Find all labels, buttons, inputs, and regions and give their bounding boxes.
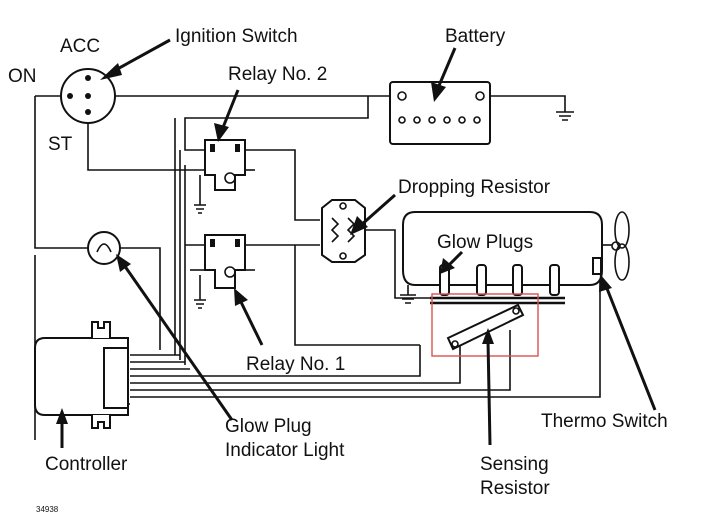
glow-plug-indicator-light — [87, 231, 121, 265]
label-relay-no-2: Relay No. 2 — [228, 64, 327, 85]
label-battery: Battery — [445, 26, 506, 47]
controller — [34, 321, 129, 429]
ignition-switch — [60, 68, 116, 124]
label-glow-plug: Glow Plug — [225, 416, 312, 437]
sensing-resistor — [446, 303, 525, 351]
label-thermo-switch: Thermo Switch — [541, 411, 668, 432]
label-dropping-resistor: Dropping Resistor — [398, 177, 551, 198]
thermo-switch — [592, 257, 602, 275]
label-glow-plugs: Glow Plugs — [437, 232, 533, 253]
battery — [389, 81, 491, 145]
label-relay-no-1: Relay No. 1 — [246, 354, 345, 375]
label-on: ON — [8, 66, 37, 87]
figure-number: 34938 — [36, 505, 59, 514]
labels: ACC ON ST Ignition Switch Battery Relay … — [8, 26, 668, 514]
label-acc: ACC — [60, 36, 100, 57]
relay-no-1 — [204, 234, 246, 289]
label-ignition-switch: Ignition Switch — [175, 26, 298, 47]
glow-plug-bank — [430, 264, 565, 305]
dropping-resistor — [321, 199, 366, 263]
label-controller: Controller — [45, 454, 128, 475]
label-st: ST — [48, 134, 73, 155]
relay-no-2 — [204, 139, 246, 191]
label-indicator-light: Indicator Light — [225, 440, 345, 461]
label-sensing: Sensing — [480, 454, 549, 475]
sensing-resistor-highlight — [431, 293, 539, 357]
label-resistor: Resistor — [480, 478, 550, 499]
wiring — [34, 95, 601, 440]
callout-arrows — [56, 38, 657, 448]
